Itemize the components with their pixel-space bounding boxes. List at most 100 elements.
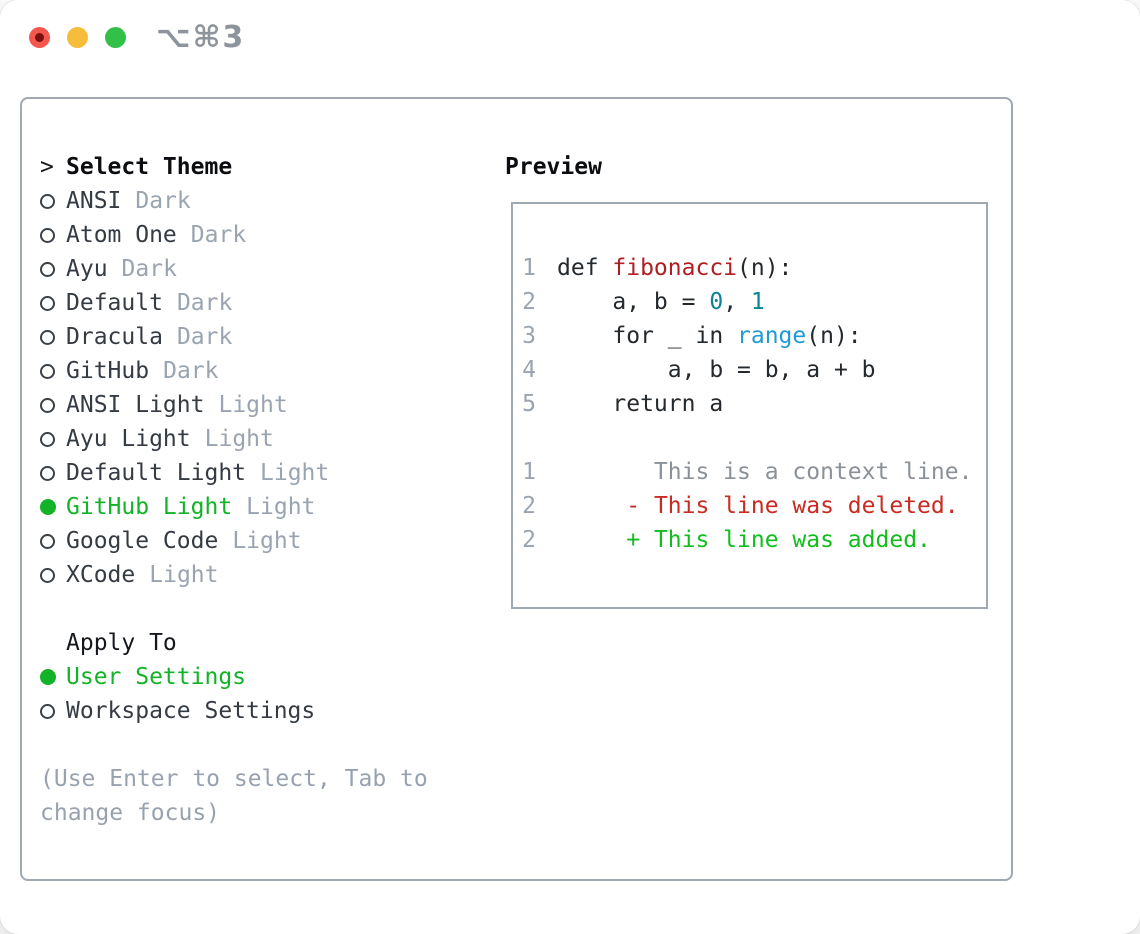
option-label: GitHub <box>66 358 150 384</box>
option-tag: Light <box>204 426 274 452</box>
line-number: 2 <box>522 493 536 519</box>
radio-icon <box>40 533 55 549</box>
option-label: Workspace Settings <box>66 698 316 724</box>
code-text: def fibonacci(n): <box>557 255 793 281</box>
radio-selected-icon <box>40 499 56 515</box>
theme-option-xcode[interactable]: XCode Light <box>40 558 460 592</box>
code-text: - This line was deleted. <box>626 493 959 519</box>
option-tag: Dark <box>190 222 247 248</box>
line-number: 3 <box>522 323 536 349</box>
code-line: 2 a, b = 0, 1 <box>522 285 986 319</box>
close-button[interactable] <box>29 26 50 48</box>
window-title: ⌥⌘3 <box>156 19 246 55</box>
option-label: Google Code <box>66 528 219 554</box>
line-number: 2 <box>522 289 536 315</box>
radio-icon <box>40 193 55 209</box>
radio-icon <box>40 329 55 345</box>
minimize-button[interactable] <box>67 26 88 48</box>
code-line: 2 + This line was added. <box>522 523 986 557</box>
line-number: 4 <box>522 357 536 383</box>
line-number: 5 <box>522 391 536 417</box>
radio-selected-icon <box>40 669 56 685</box>
radio-icon <box>40 703 55 719</box>
theme-option-ayu[interactable]: Ayu Dark <box>40 252 460 286</box>
theme-option-ansi-light[interactable]: ANSI Light Light <box>40 388 460 422</box>
titlebar: ⌥⌘3 <box>0 0 1140 74</box>
apply-to-header: Apply To <box>40 626 460 660</box>
radio-icon <box>40 431 55 447</box>
theme-option-default[interactable]: Default Dark <box>40 286 460 320</box>
code-text: return a <box>557 391 724 417</box>
code-line: 4 a, b = b, a + b <box>522 353 986 387</box>
option-label: GitHub Light <box>66 494 233 520</box>
theme-option-dracula[interactable]: Dracula Dark <box>40 320 460 354</box>
keyboard-hint: (Use Enter to select, Tab to change focu… <box>40 766 428 826</box>
radio-icon <box>40 397 55 413</box>
option-label: Default <box>66 290 163 316</box>
option-tag: Light <box>246 494 316 520</box>
line-number: 1 <box>522 255 536 281</box>
option-tag: Dark <box>121 256 177 282</box>
option-tag: Dark <box>176 290 233 316</box>
option-label: XCode <box>66 562 136 588</box>
zoom-button[interactable] <box>105 26 126 48</box>
option-tag: Dark <box>135 188 191 214</box>
theme-option-atom-one[interactable]: Atom One Dark <box>40 218 460 252</box>
theme-option-github[interactable]: GitHub Dark <box>40 354 460 388</box>
radio-icon <box>40 363 55 379</box>
code-line <box>522 421 986 455</box>
option-tag: Light <box>149 562 219 588</box>
theme-option-github-light[interactable]: GitHub Light Light <box>40 490 460 524</box>
radio-icon <box>40 567 55 583</box>
prompt-icon: > <box>40 154 54 180</box>
option-label: ANSI <box>66 188 122 214</box>
select-theme-header: > Select Theme <box>40 150 460 184</box>
apply-option-workspace-settings[interactable]: Workspace Settings <box>40 694 460 728</box>
option-label: Atom One <box>66 222 177 248</box>
radio-icon <box>40 295 55 311</box>
apply-option-user-settings[interactable]: User Settings <box>40 660 460 694</box>
option-label: Default Light <box>66 460 247 486</box>
spacer <box>40 592 460 626</box>
theme-option-default-light[interactable]: Default Light Light <box>40 456 460 490</box>
spacer <box>40 728 460 762</box>
option-tag: Dark <box>176 324 233 350</box>
radio-icon <box>40 227 55 243</box>
option-tag: Light <box>260 460 330 486</box>
option-tag: Light <box>218 392 288 418</box>
option-tag: Dark <box>163 358 219 384</box>
select-theme-title: Select Theme <box>66 154 233 180</box>
code-line: 5 return a <box>522 387 986 421</box>
code-text: + This line was added. <box>626 527 931 553</box>
preview-title: Preview <box>505 154 602 180</box>
apply-to-title: Apply To <box>66 630 177 656</box>
theme-option-google-code[interactable]: Google Code Light <box>40 524 460 558</box>
line-number: 1 <box>522 459 536 485</box>
option-label: Ayu <box>66 256 108 282</box>
window-controls <box>29 26 143 48</box>
code-text: a, b = b, a + b <box>557 357 876 383</box>
option-label: Dracula <box>66 324 163 350</box>
radio-icon <box>40 465 55 481</box>
code-line: 1 def fibonacci(n): <box>522 251 986 285</box>
code-line: 3 for _ in range(n): <box>522 319 986 353</box>
theme-option-ansi[interactable]: ANSI Dark <box>40 184 460 218</box>
option-label: ANSI Light <box>66 392 205 418</box>
code-line: 2 - This line was deleted. <box>522 489 986 523</box>
option-label: Ayu Light <box>66 426 191 452</box>
preview-header: Preview <box>505 150 988 184</box>
option-label: User Settings <box>66 664 247 690</box>
option-tag: Light <box>232 528 302 554</box>
theme-option-ayu-light[interactable]: Ayu Light Light <box>40 422 460 456</box>
line-number: 2 <box>522 527 536 553</box>
code-text: This is a context line. <box>557 459 973 485</box>
code-text: for _ in range(n): <box>557 323 862 349</box>
